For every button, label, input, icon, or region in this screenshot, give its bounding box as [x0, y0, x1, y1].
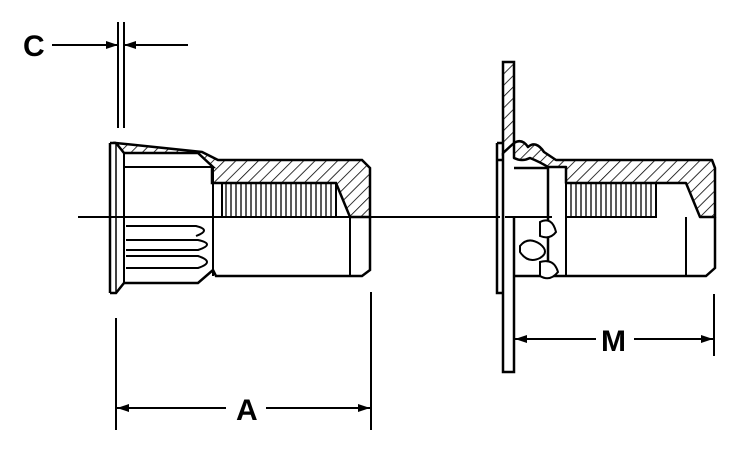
- right-nut-bulge-lobes: [519, 219, 560, 280]
- left-nut-thread: [221, 182, 337, 218]
- sheet-panel-lower: [501, 217, 516, 374]
- right-nut-thread: [565, 182, 657, 218]
- dimension-a: A: [115, 292, 372, 430]
- right-nut-top-wall-section: [512, 139, 717, 219]
- sheet-panel-upper: [501, 60, 516, 156]
- dimension-label-a: A: [236, 394, 258, 427]
- uninstalled-rivet-nut: [108, 141, 372, 295]
- installed-flange: [495, 141, 503, 295]
- left-nut-knurl-ribs: [126, 225, 208, 269]
- dimension-label-m: M: [601, 325, 626, 358]
- dimension-label-c: C: [23, 30, 45, 63]
- dimension-m: M: [515, 294, 715, 358]
- installed-rivet-nut: [495, 60, 717, 374]
- dimension-c: C: [23, 22, 188, 128]
